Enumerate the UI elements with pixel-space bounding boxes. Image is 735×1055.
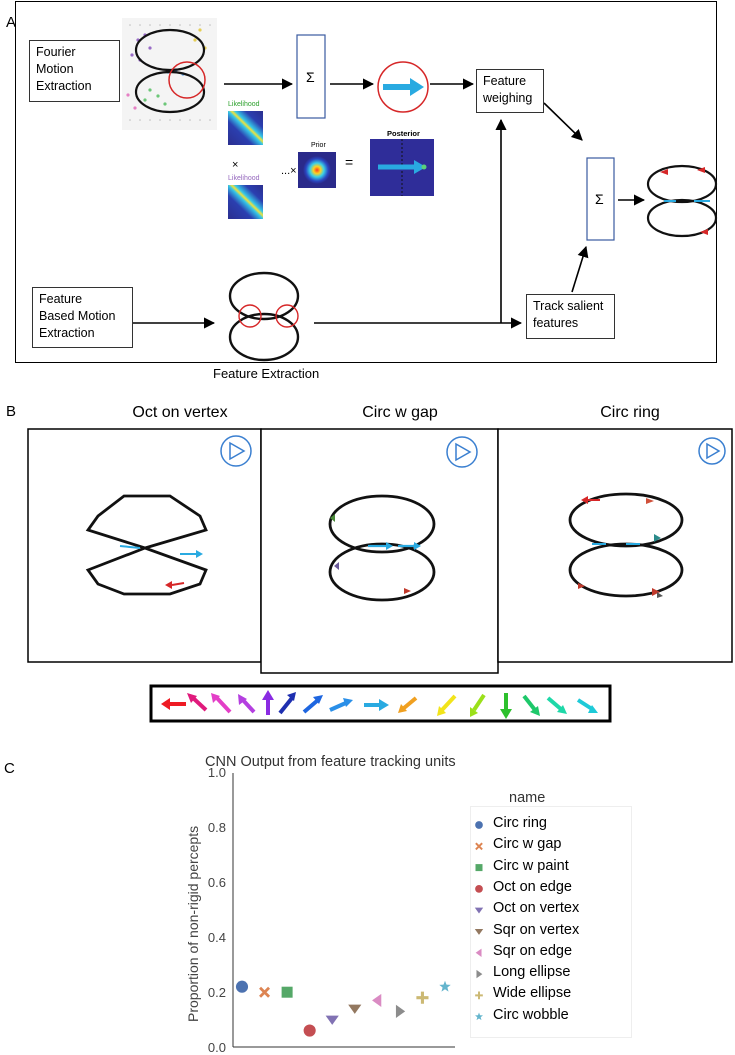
panel-c-letter: C — [4, 760, 15, 777]
play-button-oct-on-vertex[interactable] — [220, 435, 252, 467]
sum-symbol-2: Σ — [595, 191, 604, 207]
likelihood-label-2: Likelihood — [228, 175, 260, 182]
octagon-pair-stimulus — [85, 494, 208, 596]
y-tick-label: 0.8 — [207, 820, 226, 835]
legend-marker-3 — [475, 864, 483, 872]
panel-b-title-circ-ring: Circ ring — [600, 404, 660, 421]
legend-marker-1 — [475, 821, 483, 829]
y-tick-label: 0.6 — [207, 875, 226, 890]
data-point-10 — [439, 980, 451, 992]
legend-label-2: Circ w gap — [493, 836, 562, 853]
fourier-motion-image — [122, 18, 217, 130]
data-point-5 — [325, 1015, 339, 1025]
likelihood-label-1: Likelihood — [228, 101, 260, 108]
legend-label-10: Circ wobble — [493, 1006, 569, 1023]
legend-label-8: Long ellipse — [493, 964, 571, 981]
legend-markers — [474, 821, 484, 1021]
sum-box-2 — [586, 157, 615, 241]
times-symbol-1: × — [232, 159, 238, 171]
panel-a-diagram: Likelihood × Likelihood Prior ...× = Pos… — [122, 18, 718, 362]
track-salient-features-box: Track salient features — [526, 294, 615, 339]
data-point-7 — [372, 993, 382, 1008]
oct-motion-arrows — [119, 545, 203, 589]
panel-b-stimuli — [27, 428, 733, 723]
legend-label-3: Circ w paint — [493, 857, 569, 874]
equals-symbol: = — [345, 154, 353, 170]
feature-weighing-box: Feature weighing — [476, 69, 544, 113]
play-button-circ-w-gap[interactable] — [446, 436, 478, 468]
legend-label-4: Oct on edge — [493, 878, 572, 895]
stimulus-frame-circ-ring — [497, 428, 733, 663]
y-tick-label: 0.2 — [207, 985, 226, 1000]
panel-b-letter: B — [6, 403, 17, 420]
data-point-2 — [259, 986, 271, 998]
legend-title: name — [509, 790, 546, 806]
data-point-9 — [416, 991, 429, 1004]
feature-extraction-shape — [228, 271, 300, 362]
y-tick-label: 1.0 — [207, 765, 226, 780]
play-button-circ-ring[interactable] — [698, 437, 726, 465]
legend-marker-9 — [475, 991, 483, 1000]
feature-extraction-label: Feature Extraction — [213, 366, 320, 381]
sum-box-1 — [296, 34, 326, 119]
legend-marker-7 — [475, 948, 482, 957]
prior-label: Prior — [311, 142, 326, 149]
data-point-8 — [395, 1004, 406, 1018]
circ-gap-motion-arrows — [330, 514, 421, 594]
fourier-motion-extraction-box: Fourier Motion Extraction — [29, 40, 120, 102]
circ-ring-motion-arrows — [578, 496, 663, 598]
data-point-4 — [303, 1024, 316, 1037]
posterior-label: Posterior — [387, 129, 420, 138]
output-ring-shape — [646, 164, 718, 238]
scatter-plot — [232, 773, 455, 1048]
times-symbol-2: ...× — [281, 165, 297, 177]
likelihood-image-2 — [228, 185, 263, 219]
data-point-3 — [281, 986, 293, 998]
legend-marker-4 — [475, 885, 483, 893]
data-point-1 — [235, 980, 249, 993]
sum-symbol-1: Σ — [306, 69, 315, 85]
legend-marker-10 — [475, 1012, 483, 1021]
legend-marker-2 — [475, 842, 483, 851]
y-tick-label: 0.0 — [207, 1040, 226, 1055]
legend-label-6: Sqr on vertex — [493, 921, 580, 938]
legend-label-7: Sqr on edge — [493, 942, 573, 959]
prior-blob — [303, 156, 331, 184]
feature-based-motion-extraction-box: Feature Based Motion Extraction — [32, 287, 133, 348]
stimulus-frame-oct-on-vertex — [27, 428, 262, 663]
panel-b-title-oct-on-vertex: Oct on vertex — [132, 404, 228, 421]
chart-title: CNN Output from feature tracking units — [205, 754, 456, 770]
legend-marker-6 — [474, 928, 484, 935]
circle-gap-stimulus — [328, 494, 436, 602]
data-point-6 — [348, 1004, 362, 1014]
legend-label-9: Wide ellipse — [493, 985, 572, 1002]
legend-marker-8 — [476, 969, 483, 979]
legend-marker-5 — [474, 907, 484, 914]
y-axis-ticks: 1.0 0.8 0.6 0.4 0.2 0.0 — [190, 765, 226, 1055]
direction-color-key-arrows — [161, 690, 598, 719]
legend-label-1: Circ ring — [493, 815, 547, 831]
panel-a-letter: A — [6, 14, 17, 31]
likelihood-image-1 — [228, 111, 263, 145]
panel-b-title-circ-w-gap: Circ w gap — [362, 404, 438, 421]
y-tick-label: 0.4 — [207, 930, 226, 945]
legend-label-5: Oct on vertex — [493, 900, 580, 917]
